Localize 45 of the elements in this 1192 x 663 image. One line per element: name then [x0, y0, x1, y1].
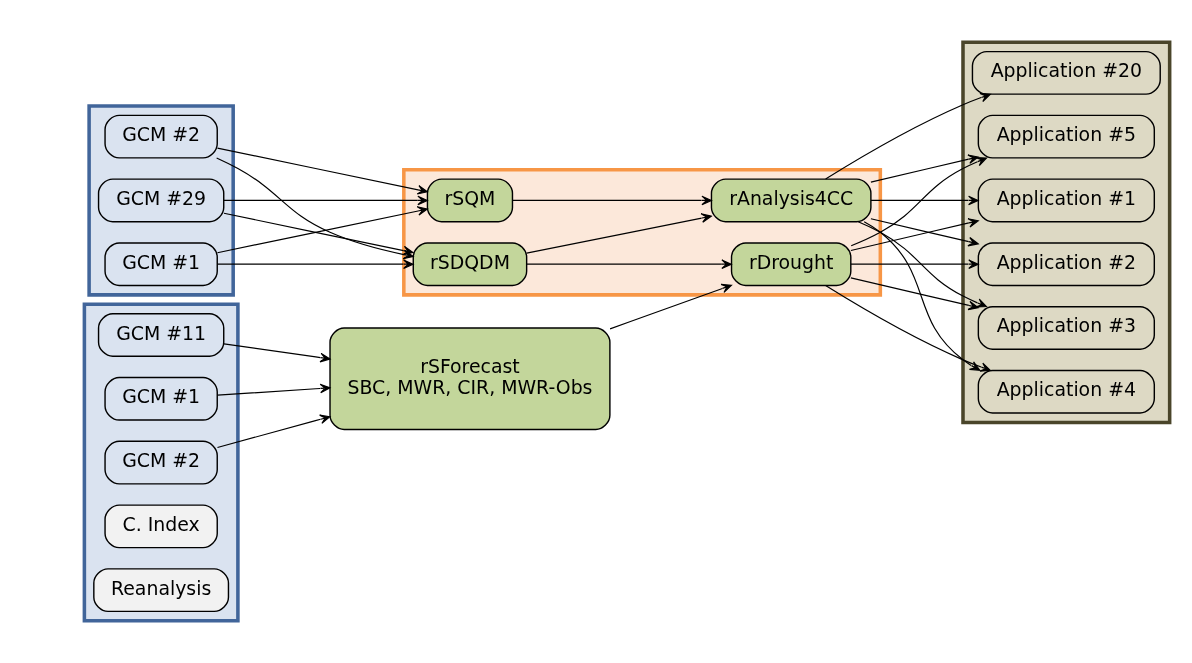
arrow — [526, 259, 732, 270]
node-box: GCM #2 — [104, 114, 218, 159]
node-box: rSDQDM — [412, 242, 528, 287]
node-box: Application #4 — [977, 369, 1155, 414]
node-box: rDrought — [730, 242, 852, 287]
arrow — [825, 285, 991, 372]
cluster — [82, 302, 240, 623]
node-box: rAnalysis4CC — [710, 178, 872, 223]
node-box: GCM #1 — [104, 242, 218, 287]
arrow — [216, 206, 428, 254]
node-box: GCM #1 — [104, 376, 218, 421]
arrow — [223, 343, 331, 363]
arrow — [863, 221, 981, 371]
arrow — [223, 195, 428, 206]
arrow — [870, 154, 979, 183]
node-box: rSForecast SBC, MWR, CIR, MWR-Obs — [329, 327, 611, 431]
node-box: Application #2 — [977, 242, 1155, 287]
arrow — [870, 218, 979, 247]
node-box: Application #20 — [971, 50, 1161, 95]
arrow — [850, 218, 979, 252]
node-box: GCM #11 — [97, 313, 225, 357]
arrow — [870, 195, 979, 206]
arrow — [526, 213, 712, 254]
node-box: Application #1 — [977, 178, 1155, 223]
node-box: Application #3 — [977, 306, 1155, 350]
node-box: Reanalysis — [93, 568, 230, 613]
node-box: GCM #29 — [97, 178, 225, 223]
arrow — [609, 283, 733, 330]
node-box: rSQM — [426, 178, 514, 223]
cluster — [961, 40, 1172, 425]
node-box: Application #5 — [977, 114, 1155, 159]
arrow — [825, 92, 991, 180]
arrow — [850, 259, 979, 270]
arrow — [857, 221, 988, 308]
arrow — [216, 147, 428, 195]
arrow — [850, 277, 979, 311]
node-box: GCM #2 — [104, 440, 218, 485]
arrow — [223, 212, 414, 256]
arrow — [511, 195, 712, 206]
arrow — [216, 383, 331, 396]
cluster — [87, 104, 235, 297]
arrow — [216, 259, 414, 270]
arrow — [850, 157, 988, 247]
node-box: C. Index — [104, 504, 218, 549]
arrow — [216, 414, 331, 449]
